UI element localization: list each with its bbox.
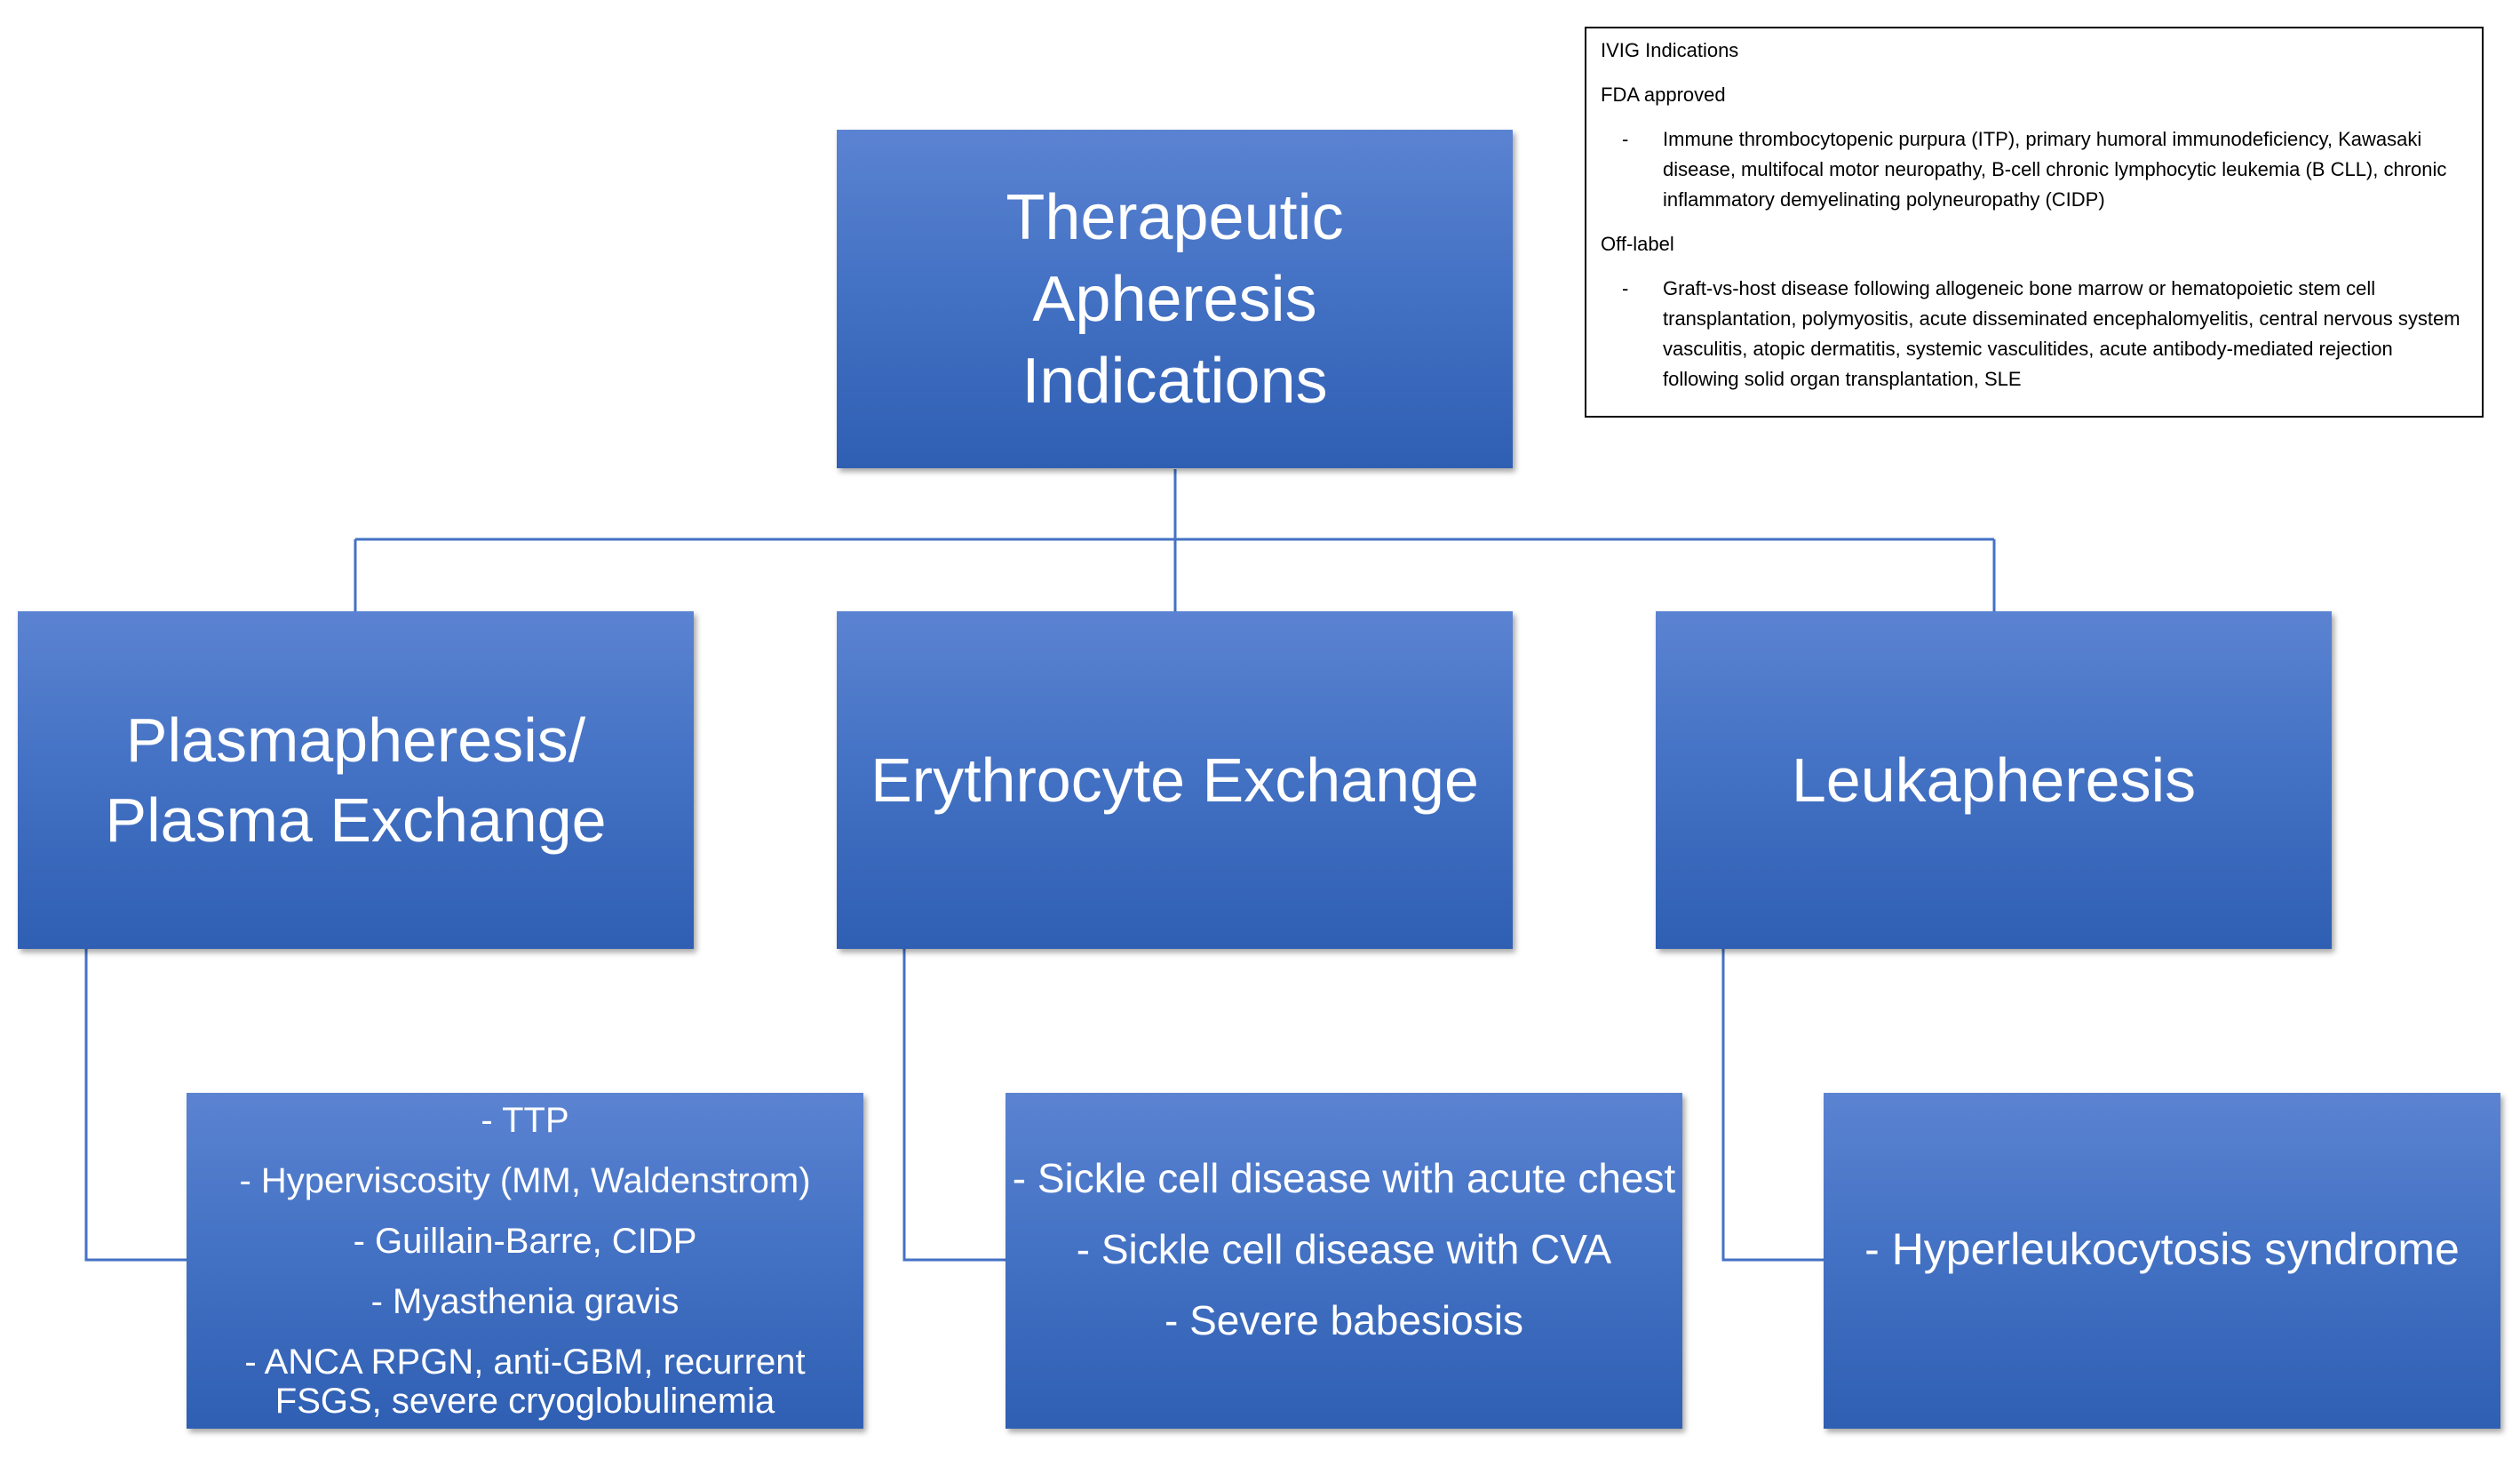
category-leukapheresis: Leukapheresis — [1656, 611, 2332, 949]
root-connector — [354, 469, 1996, 611]
category-plasmapheresis: Plasmapheresis/ Plasma Exchange — [18, 611, 694, 949]
erythrocyte-indications: - Sickle cell disease with acute chest -… — [1006, 1093, 1682, 1429]
root-node: Therapeutic Apheresis Indications — [837, 130, 1513, 468]
plasma-connector — [84, 949, 187, 1262]
category-label: Leukapheresis — [1791, 745, 2197, 815]
indication-item: - TTP — [481, 1101, 569, 1140]
indication-item: - Severe babesiosis — [1165, 1297, 1523, 1343]
indication-item: - Sickle cell disease with CVA — [1076, 1226, 1612, 1272]
ivig-indications-box: IVIG Indications FDA approved - Immune t… — [1585, 27, 2484, 418]
ivig-offlabel-label: Off-label — [1601, 233, 1674, 255]
ivig-title: IVIG Indications — [1601, 39, 1739, 61]
root-title: Therapeutic Apheresis Indications — [1006, 181, 1344, 417]
leuka-connector — [1721, 949, 1824, 1262]
erythrocyte-connector — [902, 949, 1006, 1262]
leuka-indications: - Hyperleukocytosis syndrome — [1824, 1093, 2500, 1429]
indication-item: - Myasthenia gravis — [370, 1282, 680, 1321]
ivig-fda-label: FDA approved — [1601, 84, 1726, 106]
ivig-fda-text: Immune thrombocytopenic purpura (ITP), p… — [1663, 128, 2447, 211]
category-label: Plasmapheresis/ Plasma Exchange — [105, 705, 607, 855]
plasma-indications: - TTP - Hyperviscosity (MM, Waldenstrom)… — [187, 1093, 863, 1429]
indication-item: - Guillain-Barre, CIDP — [353, 1222, 697, 1261]
ivig-fda-item: - Immune thrombocytopenic purpura (ITP),… — [1601, 124, 2468, 215]
category-label: Erythrocyte Exchange — [870, 745, 1479, 815]
indication-item: - Hyperleukocytosis syndrome — [1864, 1224, 2460, 1274]
ivig-offlabel-text: Graft-vs-host disease following allogene… — [1663, 277, 2460, 390]
indication-item: - Hyperviscosity (MM, Waldenstrom) — [239, 1161, 811, 1200]
indication-item: - ANCA RPGN, anti-GBM, recurrent FSGS, s… — [244, 1342, 806, 1421]
bullet-dash: - — [1622, 277, 1629, 299]
indication-item: - Sickle cell disease with acute chest — [1012, 1155, 1676, 1201]
ivig-offlabel-item: - Graft-vs-host disease following alloge… — [1601, 274, 2468, 394]
bullet-dash: - — [1622, 128, 1629, 150]
category-erythrocyte-exchange: Erythrocyte Exchange — [837, 611, 1513, 949]
